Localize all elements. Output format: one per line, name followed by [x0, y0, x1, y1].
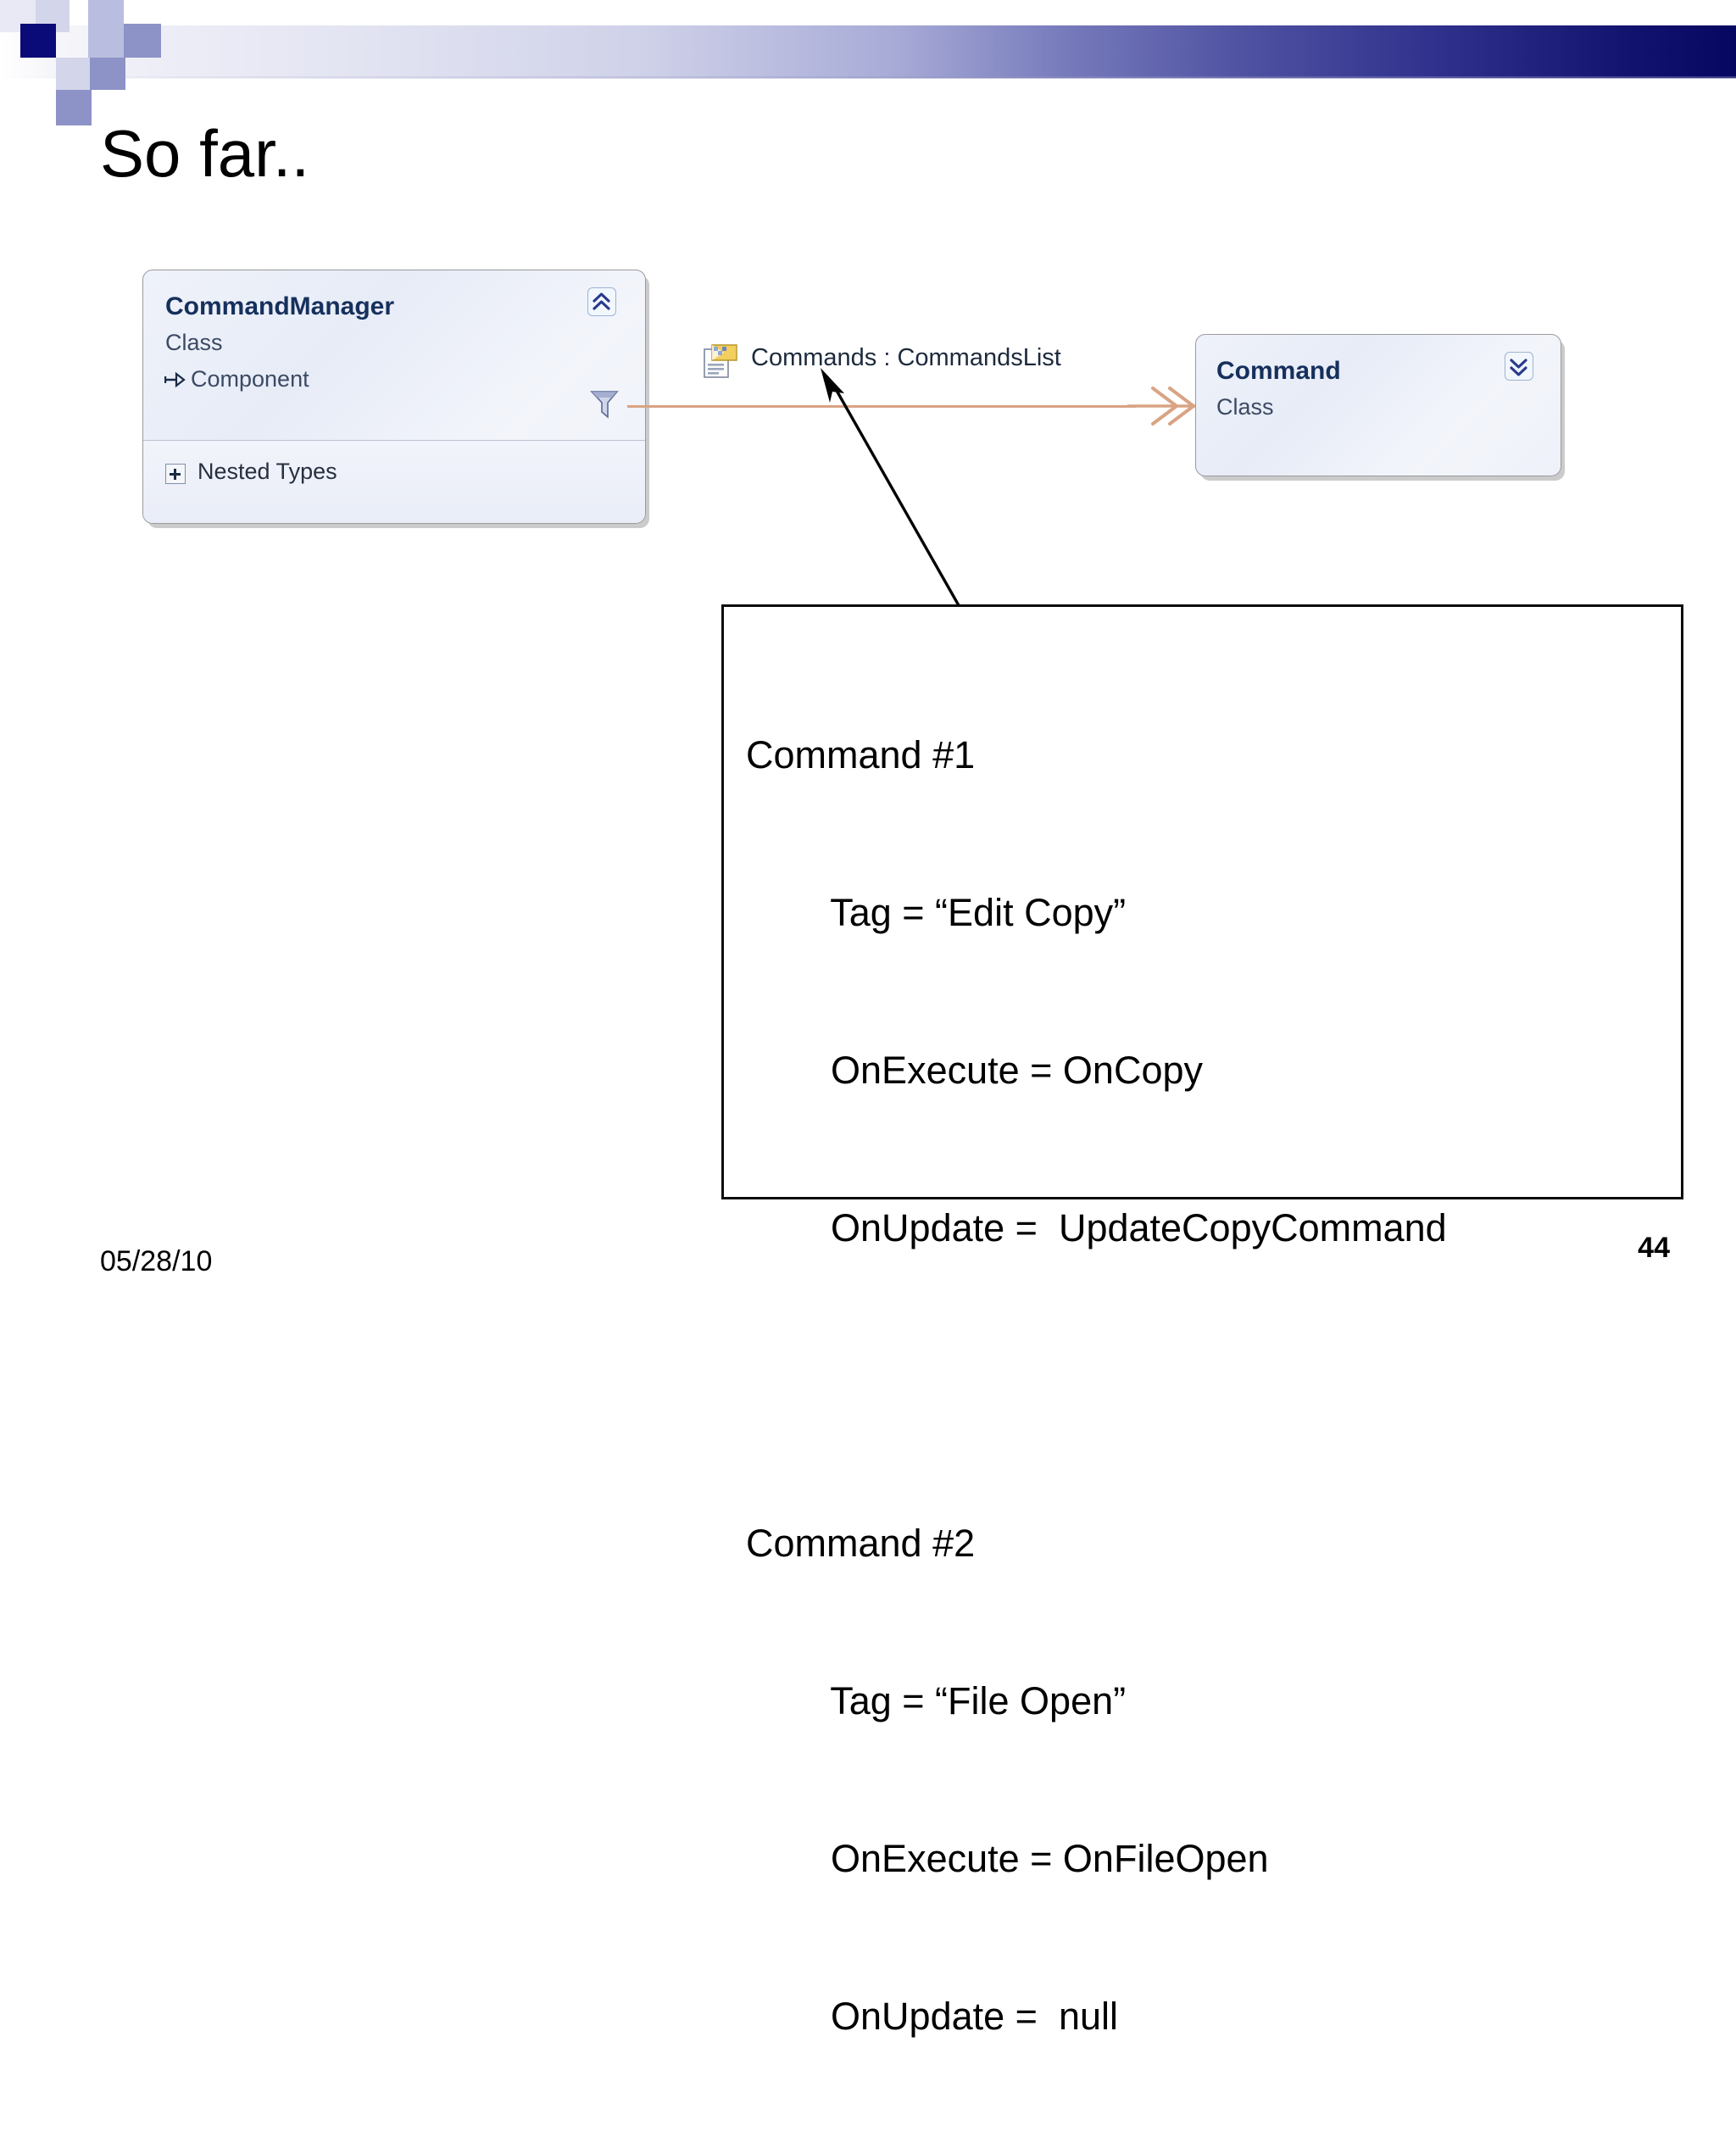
nested-types-label: Nested Types — [198, 459, 337, 484]
class-kind-label: Class — [165, 330, 223, 355]
callout-line: OnExecute = OnCopy — [746, 1049, 1204, 1092]
page-title: So far.. — [100, 116, 310, 191]
deco-square — [36, 0, 70, 32]
association-line — [627, 405, 1136, 408]
header-gradient-bar-shadow — [0, 76, 1736, 79]
callout-line-blank — [746, 1360, 1447, 1412]
double-chevron-arrow-icon — [1127, 383, 1204, 431]
callout-box: Command #1 Tag = “Edit Copy” OnExecute =… — [721, 604, 1683, 2038]
class-box-commandmanager[interactable]: CommandManager Class Component Nested Ty… — [142, 270, 646, 524]
deco-square — [88, 0, 124, 32]
callout-line: OnUpdate = UpdateCopyCommand — [746, 1206, 1447, 1249]
footer-page-number: 44 — [1638, 1232, 1670, 1264]
class-box-command[interactable]: Command Class — [1195, 334, 1561, 476]
class-name-label: CommandManager — [165, 292, 395, 320]
deco-square — [0, 0, 36, 32]
class-base-label: Component — [191, 366, 309, 392]
funnel-icon[interactable] — [590, 389, 619, 420]
deco-square-accent — [20, 24, 56, 58]
deco-square — [124, 24, 161, 58]
nested-types-compartment-band — [143, 440, 645, 523]
callout-line: OnExecute = OnFileOpen — [746, 1837, 1269, 1880]
deco-square — [90, 58, 125, 90]
deco-square — [88, 24, 124, 58]
callout-line: OnUpdate = null — [746, 1995, 1118, 2038]
compartment-divider — [143, 440, 645, 441]
callout-line: Tag = “File Open” — [746, 1679, 1127, 1722]
property-icon — [702, 342, 739, 380]
chevrons-up-icon[interactable] — [587, 287, 616, 316]
class-name-label: Command — [1216, 357, 1341, 385]
deco-square — [56, 58, 90, 90]
deco-square — [56, 90, 92, 125]
class-kind-label: Class — [1216, 394, 1274, 420]
callout-text: Command #1 Tag = “Edit Copy” OnExecute =… — [746, 624, 1447, 2148]
callout-line: Command #1 — [746, 733, 976, 776]
footer-date: 05/28/10 — [100, 1245, 213, 1277]
header-gradient-bar — [0, 25, 1736, 78]
chevrons-down-icon[interactable] — [1505, 352, 1533, 381]
callout-leader-line — [814, 364, 983, 610]
callout-line: Tag = “Edit Copy” — [746, 891, 1127, 934]
slide-header-decoration — [0, 0, 1736, 125]
arrow-right-icon — [164, 370, 186, 390]
association-label: Commands : CommandsList — [751, 344, 1061, 371]
callout-line: Command #2 — [746, 1522, 976, 1565]
plus-box-icon[interactable] — [165, 464, 186, 484]
